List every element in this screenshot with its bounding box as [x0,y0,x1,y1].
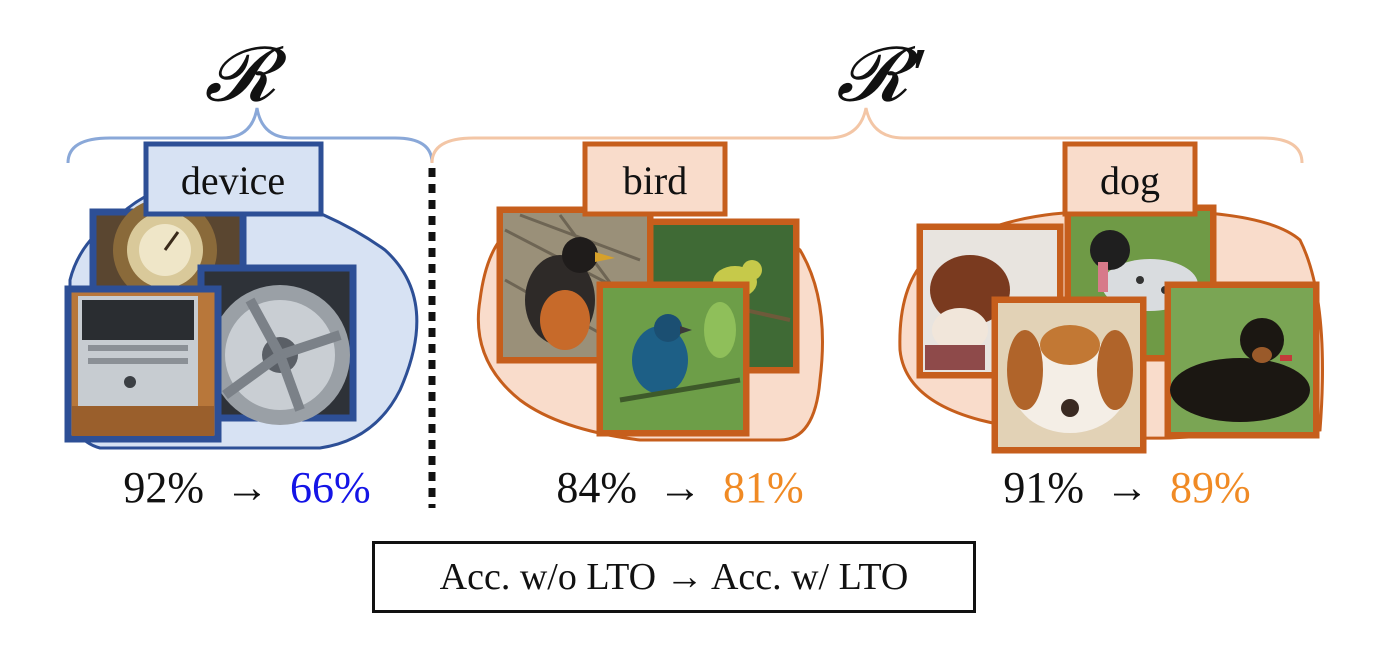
category-label-device: device [181,158,285,203]
image-computer-tower [64,285,222,443]
accuracy-dog-arrow: → [1105,463,1149,512]
category-label-bird: bird [623,158,687,203]
set-R-prime-symbol: 𝓡′ [836,33,925,117]
category-label-dog-box [1062,141,1198,217]
category-label-dog: dog [1100,158,1160,203]
accuracy-bird: 84% → 81% [556,463,803,512]
set-R-symbol: 𝓡 [205,33,288,117]
legend-box: Acc. w/o LTO → Acc. w/ LTO [372,541,976,613]
accuracy-bird-after: 81% [723,463,804,512]
group-device: device 92% → 66% [64,141,419,512]
accuracy-bird-arrow: → [658,463,702,512]
image-wheel [197,264,357,425]
group-bird: bird 84% → 81% [476,141,824,512]
accuracy-device: 92% → 66% [123,463,370,512]
image-blue-bird [596,281,750,437]
accuracy-device-after: 66% [290,463,371,512]
accuracy-dog: 91% → 89% [1003,463,1250,512]
accuracy-device-arrow: → [225,463,269,512]
category-label-bird-box [582,141,728,217]
accuracy-bird-before: 84% [556,463,637,512]
accuracy-dog-before: 91% [1003,463,1084,512]
legend-text: Acc. w/o LTO → Acc. w/ LTO [439,556,909,598]
image-dog-lying [1164,281,1320,439]
accuracy-device-before: 92% [123,463,204,512]
accuracy-dog-after: 89% [1170,463,1251,512]
category-label-device-box [143,141,324,217]
brace-R [66,107,434,164]
brace-R-prime [430,107,1304,164]
image-dog-face [991,296,1147,454]
group-dog: dog 91% → 89% [898,141,1324,512]
